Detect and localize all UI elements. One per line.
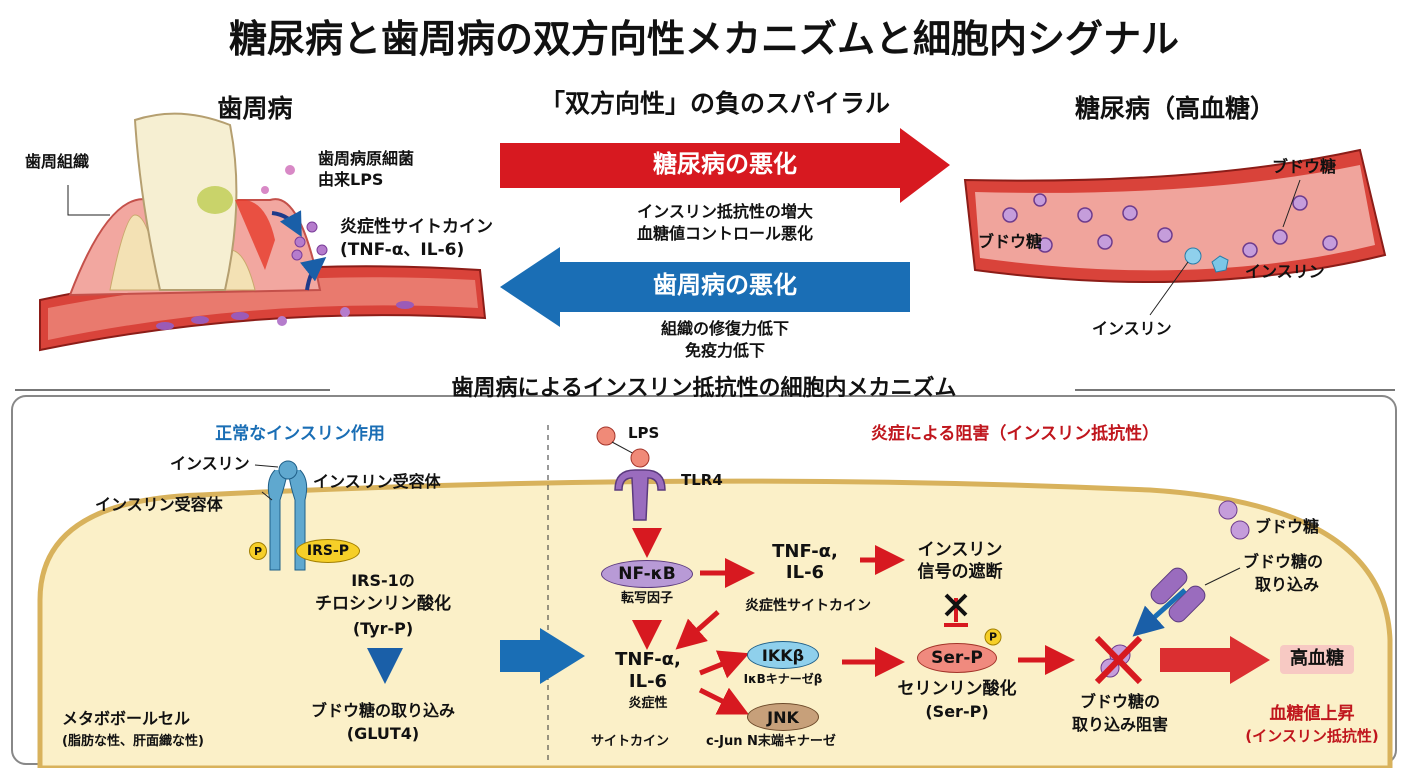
diabetes-worsening-label: 糖尿病の悪化 (653, 150, 797, 178)
nfkb-desc: 転写因子 (620, 591, 674, 606)
periodontal-heading: 歯周病 (217, 94, 293, 123)
diabetes-desc-2: 血糖値コントロール悪化 (636, 224, 814, 243)
label-glucose: ブドウ糖 (1255, 517, 1320, 536)
irs-desc-1: IRS-1の (351, 571, 415, 590)
tnf2-desc-2: サイトカイン (591, 734, 670, 749)
blocked-1: ブドウ糖の (1079, 692, 1161, 711)
spiral-heading: 「双方向性」の負のスパイラル (539, 89, 891, 118)
label-insulin: インスリン (170, 454, 250, 473)
irs-p-node: IRS-P (296, 539, 360, 563)
label-receptor-left: インスリン受容体 (95, 495, 223, 514)
tnf2-2: IL-6 (628, 671, 668, 692)
blood-vessel-illustration (963, 148, 1387, 316)
inflammation-heading: 炎症による阻害（インスリン抵抗性） (870, 424, 1160, 444)
block-1: インスリン (917, 540, 1003, 560)
cell-membrane (37, 478, 1393, 768)
jnk-node: JNK (747, 703, 819, 731)
ser-p-node: Ser-P (917, 643, 997, 673)
label-tissue: 歯周組織 (25, 152, 90, 171)
label-tlr4: TLR4 (681, 471, 723, 489)
diabetes-heading: 糖尿病（高血糖） (1074, 94, 1276, 123)
arrow-periodontal-worsening (500, 247, 910, 327)
label-glucose-top: ブドウ糖 (1272, 157, 1337, 176)
glucose-uptake-2: 取り込み (1255, 575, 1320, 594)
label-glucose-left: ブドウ糖 (978, 232, 1043, 251)
serp-desc-1: セリンリン酸化 (897, 679, 1017, 699)
jnk-desc: c-Jun N末端キナーゼ (706, 734, 836, 749)
rise-1: 血糖値上昇 (1269, 704, 1355, 724)
uptake-2: (GLUT4) (346, 724, 420, 743)
diabetes-desc-1: インスリン抵抗性の増大 (637, 202, 813, 221)
page-title: 糖尿病と歯周病の双方向性メカニズムと細胞内シグナル (228, 17, 1180, 61)
hyperglycemia-badge: 高血糖 (1280, 645, 1354, 674)
serp-desc-2: (Ser-P) (925, 702, 989, 721)
periodontal-desc-2: 免疫力低下 (684, 341, 766, 360)
label-insulin-right: インスリン (1245, 262, 1325, 281)
block-2: 信号の遮断 (917, 562, 1003, 582)
rise-2: (インスリン抵抗性) (1245, 727, 1379, 745)
label-cytokine-2: (TNF-α、IL-6) (340, 240, 465, 260)
cell-label-2: (脂肪な性、肝面織な性) (62, 734, 204, 749)
label-cytokine-1: 炎症性サイトカイン (340, 217, 493, 237)
nfkb-node: NF-κB (601, 560, 693, 588)
tnf1-desc: 炎症性サイトカイン (745, 598, 871, 614)
normal-heading: 正常なインスリン作用 (215, 424, 385, 444)
glucose-transporter-shape (1094, 500, 1250, 685)
periodontal-illustration (39, 112, 487, 352)
section-heading: 歯周病によるインスリン抵抗性の細胞内メカニズム (451, 376, 957, 401)
tnf2-1: TNF-α, (615, 649, 681, 670)
irs-desc-3: (Tyr-P) (352, 619, 414, 638)
uptake-1: ブドウ糖の取り込み (310, 701, 456, 720)
periodontal-worsening-label: 歯周病の悪化 (653, 271, 797, 299)
phosphate-badge: P (249, 542, 267, 560)
tnf1-2: IL-6 (785, 562, 825, 583)
label-insulin-bottom: インスリン (1092, 319, 1172, 338)
arrow-diabetes-worsening (500, 128, 950, 203)
label-bacteria-2: 由来LPS (318, 170, 384, 189)
irs-desc-2: チロシンリン酸化 (315, 594, 451, 614)
ser-phosphate-badge: P (984, 628, 1002, 646)
periodontal-desc-1: 組織の修復力低下 (660, 319, 790, 338)
cell-label-1: メタボボールセル (62, 709, 191, 728)
tnf2-desc-1: 炎症性 (628, 696, 668, 711)
label-receptor-right: インスリン受容体 (313, 472, 441, 491)
blocked-2: 取り込み阻害 (1071, 715, 1169, 734)
tnf1-1: TNF-α, (772, 541, 838, 562)
glucose-uptake-1: ブドウ糖の (1243, 552, 1324, 571)
label-bacteria-1: 歯周病原細菌 (318, 149, 415, 168)
ikk-desc: IκBキナーゼβ (743, 672, 823, 686)
ikk-node: IKKβ (747, 641, 819, 669)
label-lps: LPS (628, 424, 660, 442)
